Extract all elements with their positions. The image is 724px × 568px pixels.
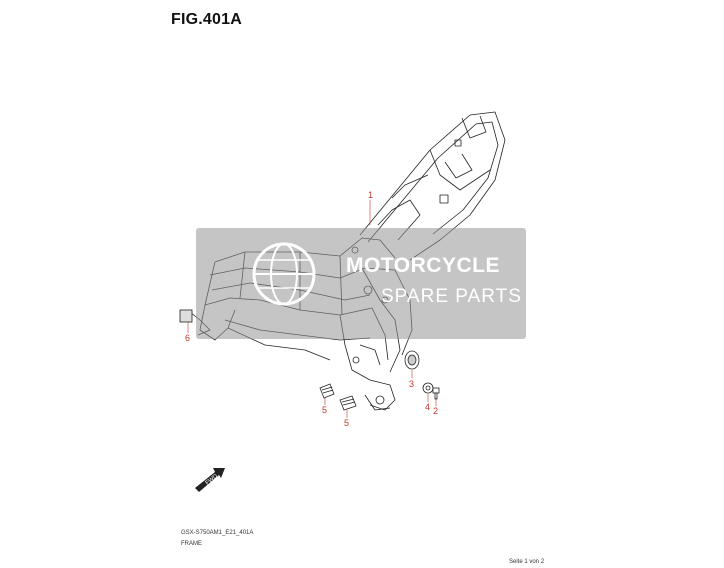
figure-title: FIG.401A	[171, 11, 242, 28]
leader-lines	[187, 200, 437, 418]
callout-5b: 5	[344, 418, 350, 428]
callout-4: 4	[425, 402, 431, 412]
callout-1: 1	[368, 190, 374, 200]
part-spring-5b	[339, 395, 357, 411]
parts	[179, 309, 440, 411]
fwd-arrow-icon: FWD	[195, 468, 225, 492]
globe-logo-icon	[252, 242, 316, 306]
watermark-line2: SPARE PARTS	[381, 286, 522, 307]
callout-6: 6	[185, 333, 191, 343]
watermark-line1: MOTORCYCLE	[346, 254, 500, 277]
watermark-banner: MOTORCYCLE SPARE PARTS	[196, 228, 526, 339]
part-bolt-2	[432, 387, 440, 400]
part-washer-4	[422, 382, 434, 394]
callout-3: 3	[409, 379, 415, 389]
page-number: Seite 1 von 2	[509, 559, 545, 565]
part-cap-3	[404, 350, 420, 370]
part-spring-5a	[319, 383, 335, 399]
diagram-name: FRAME	[181, 541, 202, 547]
callout-5a: 5	[322, 405, 328, 415]
diagram-code: GSX-S750AM1_E21_401A	[181, 530, 254, 536]
callout-2: 2	[433, 406, 439, 416]
part-grommet-6	[179, 309, 193, 323]
